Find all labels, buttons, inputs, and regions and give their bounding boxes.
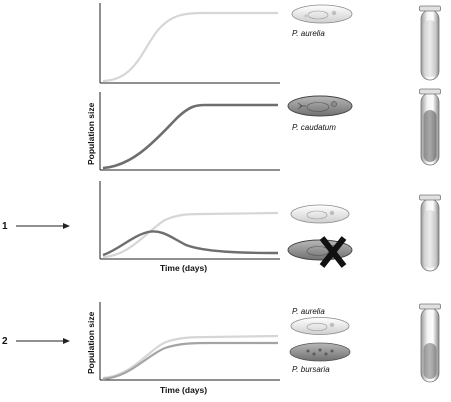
x-mark-icon (319, 236, 347, 268)
x-axis-label: Time (days) (160, 263, 207, 273)
paramecium-aurelia-icon (290, 317, 350, 335)
aurelia-growth-curve (102, 11, 278, 83)
test-tube-icon (419, 194, 441, 272)
marker-2: 2 (2, 336, 8, 347)
aurelia-coexistence-curve (102, 334, 279, 380)
species-label-aurelia: P. aurelia (292, 29, 325, 38)
panel-caudatum-alone: Population size P. caudatum (86, 88, 441, 171)
species-label-caudatum: P. caudatum (292, 123, 336, 132)
marker-1: 1 (2, 221, 8, 232)
species-label-aurelia: P. aurelia (292, 307, 325, 316)
caudatum-growth-curve (102, 103, 278, 170)
species-label-bursaria: P. bursaria (292, 365, 330, 374)
test-tube-icon (419, 88, 441, 166)
panel-aurelia-with-bursaria: 2 Population size Time (days) P. aurelia… (2, 302, 441, 395)
caudatum-decline-curve (102, 230, 279, 257)
arrow-head (63, 223, 70, 229)
x-axis-label: Time (days) (160, 385, 207, 395)
y-axis-label: Population size (86, 311, 96, 374)
panel-aurelia-vs-caudatum: 1 Time (days) (2, 181, 441, 273)
paramecium-bursaria-icon (289, 342, 351, 362)
paramecium-aurelia-icon (290, 204, 350, 224)
y-axis-label: Population size (86, 102, 96, 165)
bursaria-coexistence-curve (102, 341, 278, 381)
test-tube-icon (419, 303, 441, 383)
paramecium-caudatum-icon (287, 95, 353, 117)
paramecium-aurelia-icon (291, 4, 353, 24)
aurelia-competition-curve (102, 211, 279, 259)
test-tube-icon (419, 5, 441, 81)
arrow-head (63, 338, 70, 344)
panel-aurelia-alone: P. aurelia (99, 3, 441, 84)
